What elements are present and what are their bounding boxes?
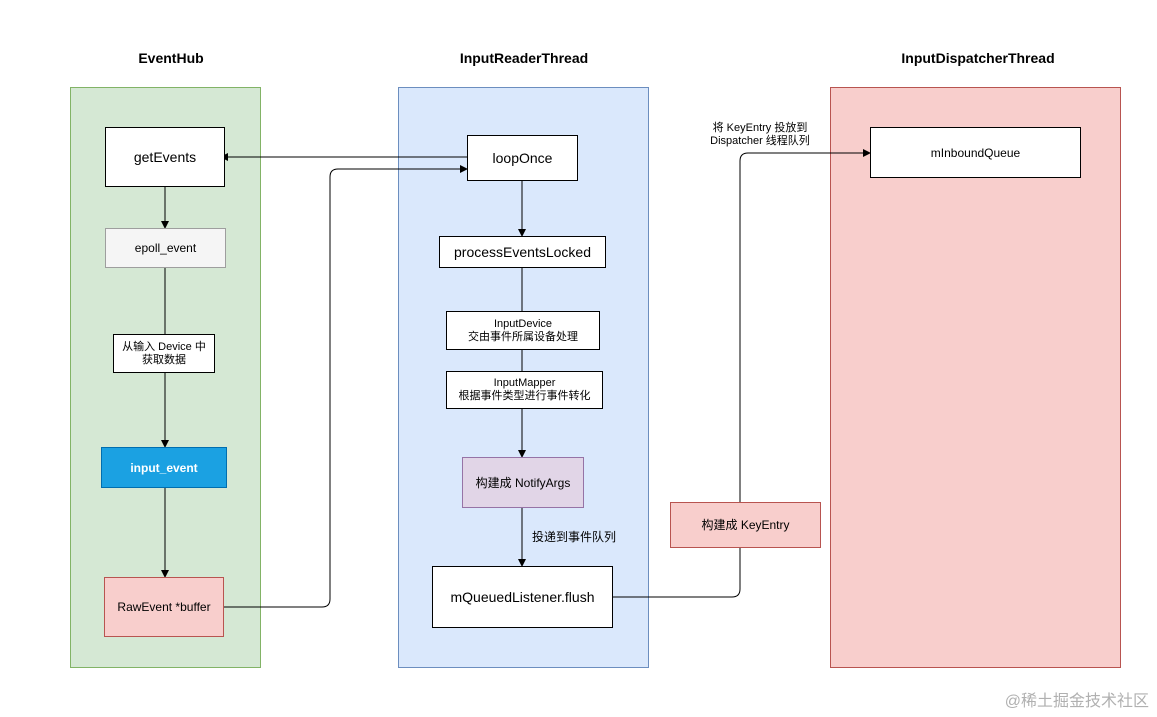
get-events-node[interactable]: getEvents <box>105 127 225 187</box>
deliver-dispatcher-label: 将 KeyEntry 投放到 Dispatcher 线程队列 <box>690 122 830 148</box>
dispatcher-title: InputDispatcherThread <box>901 50 1055 66</box>
deliver-dispatcher-line2: Dispatcher 线程队列 <box>710 135 810 147</box>
input-mapper-line1: InputMapper <box>493 377 556 389</box>
input-event-node[interactable]: input_event <box>101 447 227 488</box>
deliver-dispatcher-line1: 将 KeyEntry 投放到 <box>712 122 808 134</box>
notify-args-node[interactable]: 构建成 NotifyArgs <box>462 457 584 508</box>
input-mapper-node[interactable]: InputMapper 根据事件类型进行事件转化 <box>446 371 603 409</box>
eventhub-title: EventHub <box>138 50 204 66</box>
raw-event-node[interactable]: RawEvent *buffer <box>104 577 224 637</box>
edge-flush-inbound <box>613 149 871 598</box>
process-events-node[interactable]: processEventsLocked <box>439 236 606 268</box>
read-device-line2: 获取数据 <box>142 353 186 366</box>
loop-once-node[interactable]: loopOnce <box>467 135 578 181</box>
read-device-node[interactable]: 从输入 Device 中 获取数据 <box>113 334 215 373</box>
input-device-line2: 交由事件所属设备处理 <box>468 330 578 343</box>
deliver-queue-label: 投递到事件队列 <box>532 530 617 544</box>
input-device-node[interactable]: InputDevice 交由事件所属设备处理 <box>446 311 600 350</box>
read-device-line1: 从输入 Device 中 <box>122 340 206 353</box>
key-entry-node[interactable]: 构建成 KeyEntry <box>670 502 821 548</box>
epoll-event-node[interactable]: epoll_event <box>105 228 226 268</box>
watermark-text: @稀土掘金技术社区 <box>1004 693 1149 710</box>
reader-title: InputReaderThread <box>459 50 589 66</box>
edge-raw-loop <box>224 165 468 608</box>
flush-node[interactable]: mQueuedListener.flush <box>432 566 613 628</box>
input-device-line1: InputDevice <box>493 317 553 330</box>
inbound-queue-node[interactable]: mInboundQueue <box>870 127 1081 178</box>
dispatcher-lane <box>830 87 1121 668</box>
input-mapper-line2: 根据事件类型进行事件转化 <box>458 390 591 402</box>
